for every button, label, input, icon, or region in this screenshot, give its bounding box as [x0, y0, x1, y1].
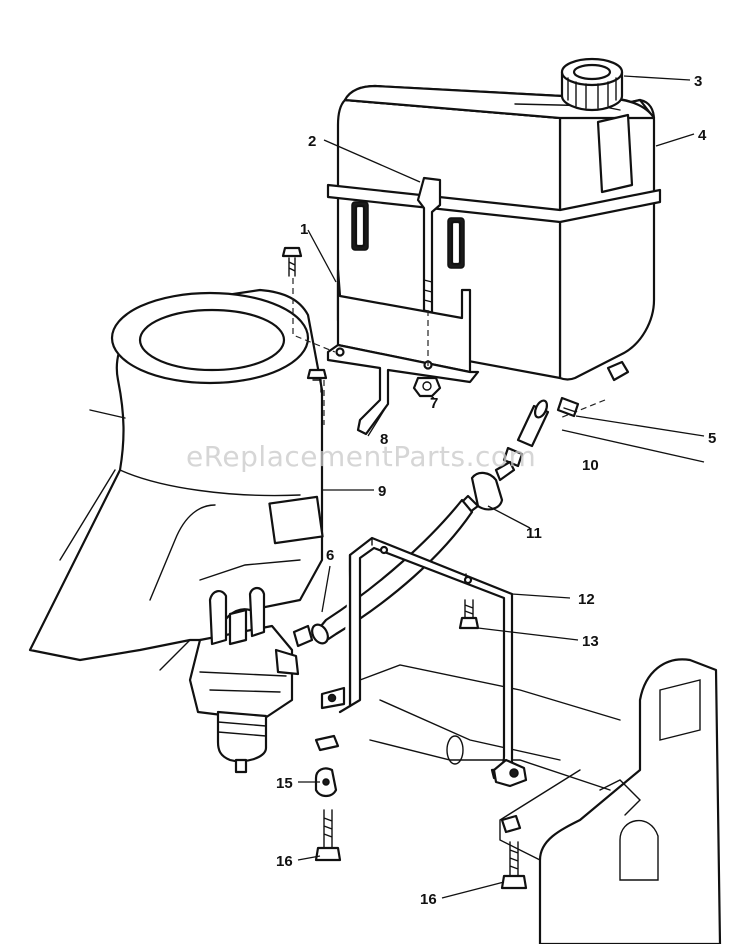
- frame-nut: [500, 814, 522, 834]
- callout-15: 15: [276, 775, 293, 792]
- mount-screw: [306, 368, 328, 393]
- screw-bolt-upper: [281, 246, 303, 277]
- watermark-text: eReplacementParts.com: [186, 440, 536, 473]
- callout-8: 8: [380, 431, 388, 448]
- fuel-cap: [560, 57, 624, 112]
- screw-bolt: [458, 599, 480, 630]
- leader-lines: [297, 75, 705, 899]
- spacer-plate: [314, 734, 340, 752]
- callout-1: 1: [300, 221, 308, 238]
- callout-9: 9: [378, 483, 386, 500]
- callout-16-right: 16: [420, 891, 437, 908]
- hex-bolt-right: [500, 841, 528, 890]
- u-bracket: [320, 536, 528, 788]
- callout-labels: 1 2 3 4 5 6 7 8 9 10 11 12 13 15 16 16: [276, 73, 716, 908]
- callout-2: 2: [308, 133, 316, 150]
- callout-12: 12: [578, 591, 595, 608]
- fuel-line: [292, 396, 580, 648]
- callout-7: 7: [430, 395, 438, 412]
- chassis-frame: [359, 658, 722, 944]
- callout-5: 5: [708, 430, 716, 447]
- callout-4: 4: [698, 127, 707, 144]
- lock-nut: [412, 376, 442, 398]
- callout-6: 6: [326, 547, 334, 564]
- hex-bolt-left: [314, 809, 342, 862]
- callout-16-left: 16: [276, 853, 293, 870]
- callout-11: 11: [526, 525, 542, 542]
- decal: [268, 495, 324, 545]
- carburetor: [188, 586, 300, 774]
- mounting-clip: [314, 767, 338, 798]
- fuel-tank: [326, 84, 662, 382]
- engine-shroud: [28, 288, 324, 671]
- callout-10: 10: [582, 457, 599, 474]
- callout-3: 3: [694, 73, 702, 90]
- assembly-lines: [292, 278, 606, 425]
- callout-13: 13: [582, 633, 599, 650]
